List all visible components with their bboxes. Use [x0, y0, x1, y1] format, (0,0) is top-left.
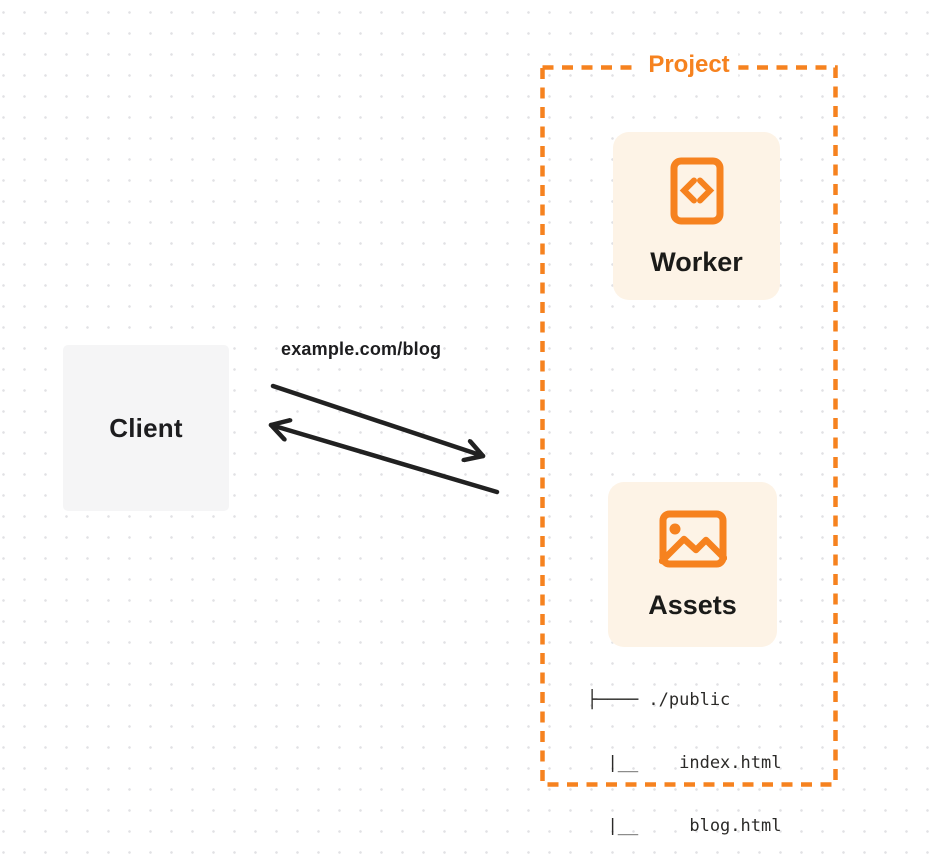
tree-line-index: |__ index.html — [587, 753, 782, 773]
assets-file-tree: ├──── ./public |__ index.html |__ blog.h… — [587, 648, 781, 860]
assets-label: Assets — [648, 590, 737, 620]
client-label: Client — [109, 412, 183, 443]
request-arrow — [270, 383, 486, 456]
client-box: Client — [63, 345, 229, 511]
tree-line-blog: |__ blog.html — [587, 816, 782, 836]
worker-card: Worker — [613, 132, 780, 300]
assets-card: Assets — [608, 482, 777, 647]
request-url-label: example.com/blog — [281, 339, 442, 359]
project-container: Project Worker Assets ├──── ./public |__… — [540, 52, 838, 836]
code-file-icon — [670, 157, 723, 224]
response-arrow — [268, 425, 500, 495]
image-icon — [658, 510, 727, 568]
tree-line-public: ├──── ./public — [587, 690, 731, 710]
project-label: Project — [639, 52, 739, 78]
worker-label: Worker — [650, 246, 743, 277]
request-response-arrows — [268, 383, 500, 495]
